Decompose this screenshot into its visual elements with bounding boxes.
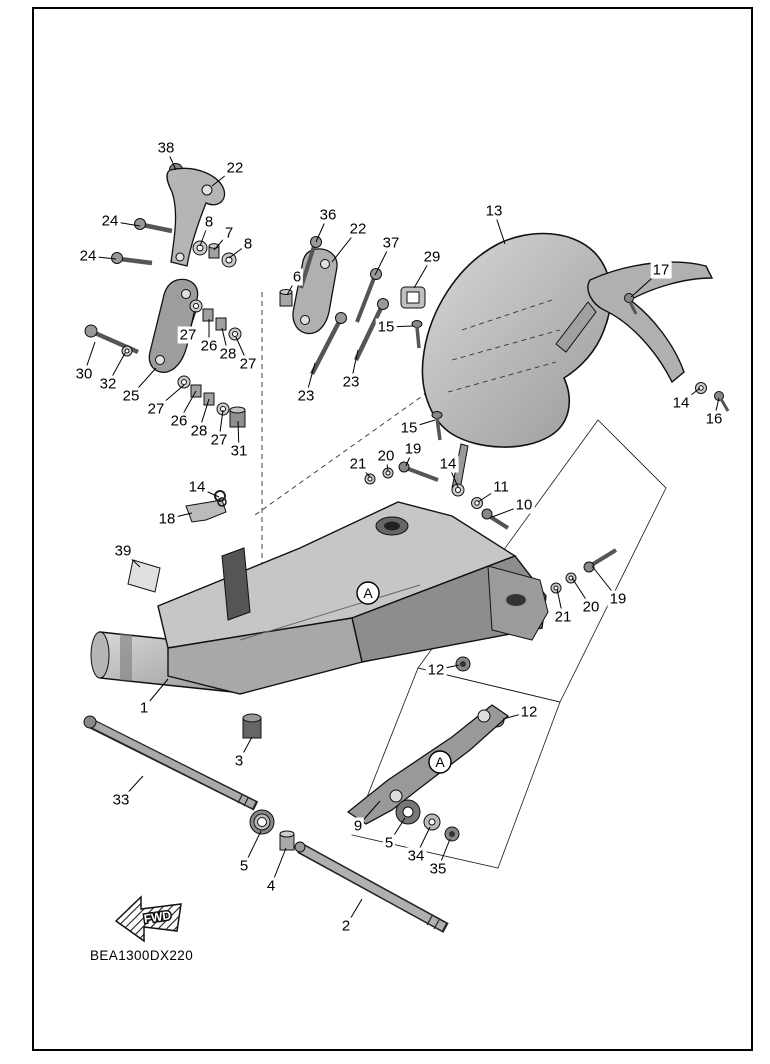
label-tag-39 [127, 559, 161, 593]
fastener-set-upper [364, 461, 510, 530]
leader-line [345, 898, 363, 927]
leader-line [408, 419, 436, 429]
leader-line [228, 243, 249, 259]
nut-12-upper [455, 656, 471, 672]
collar-6 [279, 289, 293, 307]
rear-fender [421, 232, 612, 491]
leader-line [166, 512, 193, 520]
leader-line [713, 397, 720, 420]
bolt-16 [714, 391, 730, 412]
leader-line [435, 664, 460, 671]
leader-line [238, 736, 253, 762]
swingarm-end-bracket [487, 565, 549, 641]
leader-line [83, 341, 96, 375]
leader-line [357, 463, 371, 478]
fastener-set-lower-right [550, 548, 618, 594]
leader-line [388, 817, 406, 844]
leader-line [155, 384, 185, 410]
leader-line [413, 256, 433, 289]
washer-32 [121, 345, 133, 357]
collar-4 [279, 830, 295, 851]
bolt-24-upper [134, 218, 173, 234]
leader-line [235, 336, 249, 365]
leader-line [493, 210, 506, 245]
leader-line [556, 588, 564, 618]
page-border [32, 7, 753, 1051]
bolt-24-lower [111, 252, 153, 266]
washer-34 [423, 813, 441, 831]
washer-8-right [221, 252, 237, 268]
pivot-shaft-33 [83, 715, 259, 811]
leader-line [130, 367, 157, 397]
view-marker-label: A [363, 585, 373, 601]
bearing-5-left [249, 809, 275, 835]
collar-31 [229, 406, 246, 428]
leader-line [385, 325, 414, 328]
view-marker: A [428, 750, 452, 774]
leader-line [107, 352, 126, 385]
view-marker-label: A [435, 754, 445, 770]
leader-line [243, 830, 262, 867]
leader-line [491, 504, 525, 518]
relay-arm-25 [148, 278, 199, 373]
clamp-14 [214, 490, 226, 502]
leader-line [211, 167, 236, 187]
leader-line [477, 486, 502, 503]
leader-line [680, 387, 701, 404]
leader-line [178, 390, 197, 422]
swingarm-pocket [221, 547, 251, 621]
view-marker: A [356, 581, 380, 605]
connecting-arm-22-right [279, 236, 389, 376]
swingarm [90, 501, 549, 695]
screw-17 [624, 293, 638, 315]
bushing-3 [242, 713, 262, 739]
leader-line [591, 565, 619, 600]
rear-axle-2 [294, 841, 449, 933]
washer-5-right [395, 799, 421, 825]
leader-line [437, 838, 451, 870]
view-markers: AA [356, 581, 452, 774]
leader-line [350, 349, 359, 383]
leader-line [374, 242, 392, 276]
bolt-15-lower [431, 411, 443, 441]
washer-14-right [695, 382, 707, 394]
bolt-15-upper [411, 320, 423, 349]
leader-line [415, 826, 431, 857]
leader-line [405, 448, 414, 467]
hose-bracket-18 [185, 497, 227, 523]
bolt-23-right [353, 298, 389, 361]
diagram-code: BEA1300DX220 [90, 948, 194, 963]
bolt-23-left [310, 312, 347, 376]
relay-arm-assembly [84, 163, 237, 373]
nut-35 [444, 826, 460, 842]
leader-line [305, 362, 316, 397]
chain-guide-29 [400, 286, 426, 309]
bushing-stack-upper [189, 299, 242, 341]
leader-line [213, 232, 230, 251]
fwd-arrow: FWD [114, 895, 182, 943]
leader-line [122, 550, 141, 568]
bushing-stack-lower [177, 375, 246, 428]
leader-line [120, 775, 144, 801]
leader-line [270, 847, 287, 887]
leader-line [315, 214, 329, 243]
leader-line [331, 228, 359, 263]
washer-8-left [192, 240, 208, 256]
leader-line [571, 577, 592, 608]
chain-guard-arm [555, 261, 714, 384]
leader-line [221, 327, 229, 355]
tension-bar-9 [346, 704, 510, 825]
fwd-label: FWD [143, 908, 172, 926]
